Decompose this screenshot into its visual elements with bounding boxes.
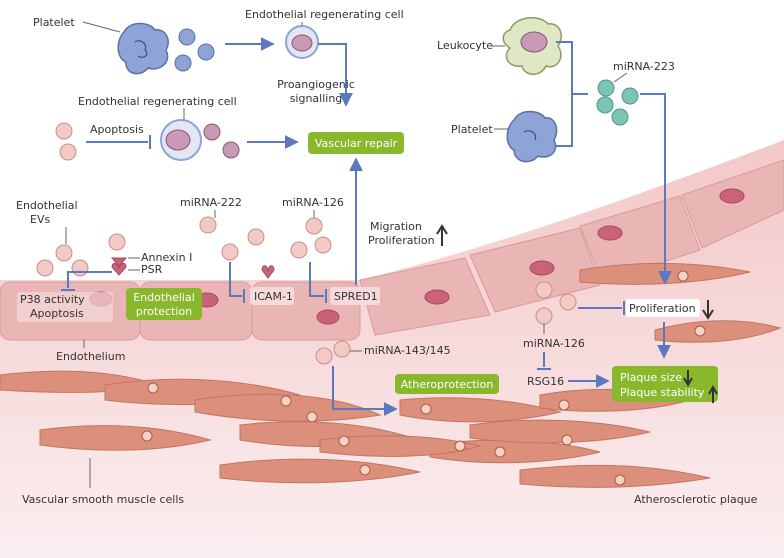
label-leukocyte: Leukocyte (437, 39, 493, 52)
label-endo-protection-2: protection (136, 305, 192, 318)
label-erc-mid: Endothelial regenerating cell (78, 95, 237, 108)
down-arrow-icon (702, 300, 714, 320)
label-migration: Migration (370, 220, 422, 233)
atheroprotection-box (395, 374, 499, 394)
label-rsg16: RSG16 (527, 375, 564, 388)
vascular-repair-box (308, 132, 404, 154)
label-plaque-stability: Plaque stability (620, 386, 705, 399)
label-proangiogenic-2: signalling (290, 92, 343, 105)
label-endo-protection-1: Endothelial (133, 291, 195, 304)
plaque-size-down-icon (683, 370, 693, 388)
label-apoptosis: Apoptosis (90, 123, 144, 136)
label-erc-top: Endothelial regenerating cell (245, 8, 404, 21)
label-mirna-126-mid: miRNA-126 (282, 196, 344, 209)
label-mirna-222: miRNA-222 (180, 196, 242, 209)
label-proangiogenic-1: Proangiogenic (277, 78, 355, 91)
label-proliferation-right: Proliferation (629, 302, 696, 315)
label-vascular-repair: Vascular repair (315, 137, 398, 150)
label-endothelium: Endothelium (56, 350, 126, 363)
label-endo-evs-2: EVs (30, 213, 50, 226)
label-mirna-223: miRNA-223 (613, 60, 675, 73)
label-platelet-top: Platelet (33, 16, 75, 29)
plaque-box (612, 366, 718, 402)
smooth-muscle-cells (0, 262, 782, 488)
plaque-stability-up-icon (708, 384, 718, 403)
smc-nuclei (141, 270, 706, 486)
label-icam1: ICAM-1 (254, 290, 293, 303)
label-mirna-143: miRNA-143/145 (364, 344, 451, 357)
label-apoptosis-left: Apoptosis (30, 307, 84, 320)
label-psr: PSR (141, 263, 163, 276)
label-p38: P38 activity (20, 293, 85, 306)
label-mirna-126-right: miRNA-126 (523, 337, 585, 350)
label-atheroprotection: Atheroprotection (401, 378, 494, 391)
label-atherosclerotic: Atherosclerotic plaque (634, 493, 758, 506)
up-arrow-icon (436, 224, 448, 246)
platelet-right-cell (506, 110, 558, 163)
platelet-top-cell (117, 22, 169, 75)
label-annexin: Annexin I (141, 251, 192, 264)
label-platelet-right: Platelet (451, 123, 493, 136)
label-endo-evs-1: Endothelial (16, 199, 78, 212)
label-spred1: SPRED1 (334, 290, 378, 303)
label-plaque-size: Plaque size (620, 371, 682, 384)
label-vsmc: Vascular smooth muscle cells (22, 493, 184, 506)
endothelial-protection-box (126, 288, 202, 320)
label-proliferation-mid: Proliferation (368, 234, 435, 247)
endothelium-cells-right (359, 159, 784, 336)
